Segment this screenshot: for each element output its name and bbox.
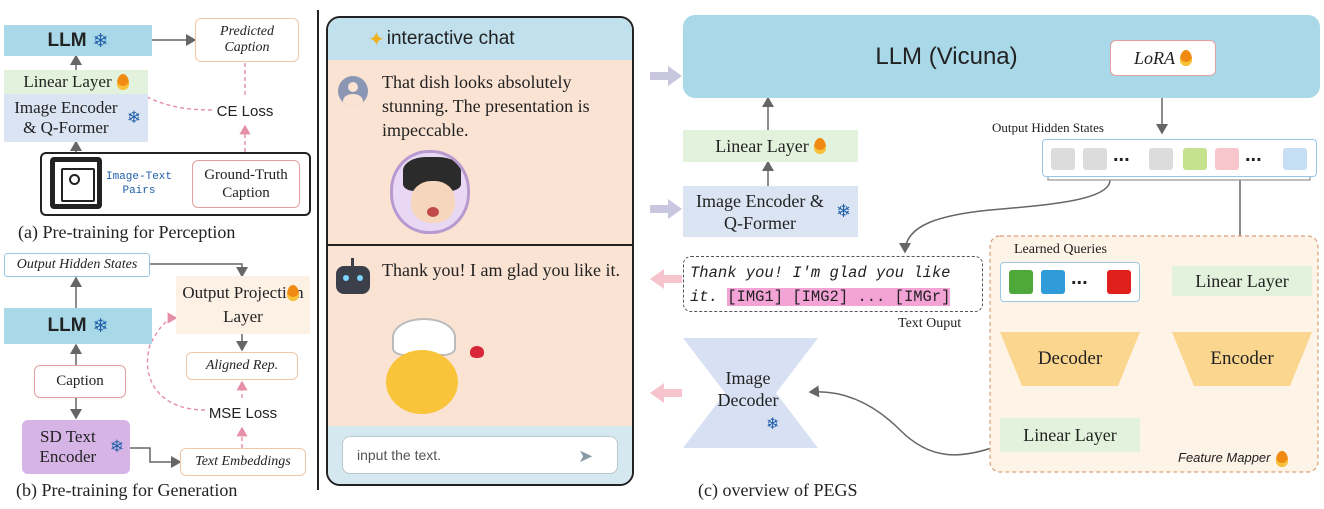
image-decoder-label: Image Decoder — [698, 362, 798, 416]
lora-box: LoRA — [1110, 40, 1216, 76]
flame-icon — [1275, 450, 1288, 467]
bot-message-area: Thank you! I am glad you like it. — [328, 248, 632, 426]
bot-message-text: Thank you! I am glad you like it. — [382, 260, 620, 280]
snowflake-icon: ❄ — [92, 29, 109, 52]
image-encoder-label-c: Image Encoder & Q-Former — [695, 190, 824, 233]
snowflake-icon: ❄ — [766, 414, 780, 433]
sparkles-icon: ✦ — [368, 27, 385, 51]
llm-label-a: LLM — [47, 29, 87, 51]
sd-text-encoder-label: SD Text Encoder — [39, 427, 97, 466]
snowflake-icon: ❄ — [126, 108, 142, 128]
queries-ellipsis: ... — [1071, 267, 1088, 289]
linear-layer-label-a: Linear Layer — [23, 72, 112, 91]
output-projection-box: Output Projection Layer — [176, 276, 310, 334]
chef-emoji-image — [374, 318, 484, 418]
image-encoder-box-a: Image Encoder & Q-Former ❄ — [4, 94, 148, 142]
sd-text-encoder-box: SD Text Encoder ❄ — [22, 420, 130, 474]
ground-truth-caption-label: Ground-Truth Caption — [204, 167, 288, 201]
chat-input-field[interactable]: input the text. — [342, 436, 618, 474]
learned-queries-label: Learned Queries — [1014, 242, 1107, 257]
panel-a-caption: (a) Pre-training for Perception — [18, 222, 236, 242]
panel-c-caption: (c) overview of PEGS — [698, 480, 858, 500]
hidden-state-token — [1083, 148, 1107, 170]
aligned-rep-label: Aligned Rep. — [205, 358, 279, 373]
encoder-label: Encoder — [1210, 348, 1274, 369]
query-token — [1107, 270, 1131, 294]
hidden-state-token — [1051, 148, 1075, 170]
send-icon[interactable]: ➤ — [578, 446, 594, 467]
snowflake-icon: ❄ — [109, 437, 125, 457]
caption-box-b: Caption — [34, 365, 126, 398]
image-text-pairs-frame — [40, 152, 311, 216]
hidden-state-token — [1183, 148, 1207, 170]
linear-layer-label-right: Linear Layer — [1195, 270, 1289, 291]
aligned-rep-box: Aligned Rep. — [186, 352, 298, 380]
linear-layer-box-right: Linear Layer — [1172, 266, 1312, 296]
flame-icon — [287, 285, 299, 302]
feature-mapper-text: Feature Mapper — [1178, 450, 1271, 465]
mse-loss-label: MSE Loss — [208, 404, 278, 422]
output-hidden-states-box-b: Output Hidden States — [4, 253, 150, 277]
user-avatar-icon — [338, 76, 368, 106]
llm-vicuna-label: LLM (Vicuna) — [875, 42, 1018, 70]
chat-title: interactive chat — [386, 28, 515, 49]
text-output-box: Thank you! I'm glad you like it. [IMG1] … — [683, 256, 983, 312]
learned-queries-strip: ... — [1000, 262, 1140, 302]
output-projection-label: Output Projection Layer — [182, 283, 304, 326]
linear-layer-box-bottom: Linear Layer — [1000, 418, 1140, 452]
predicted-caption-box: Predicted Caption — [195, 18, 299, 62]
hidden-state-token — [1149, 148, 1173, 170]
img-tokens: [IMG1] [IMG2] ... [IMGr] — [727, 288, 951, 306]
chat-window: ✦ interactive chat That dish looks absol… — [326, 16, 634, 486]
anime-character-image — [390, 150, 470, 234]
hidden-state-token — [1215, 148, 1239, 170]
output-hidden-states-label-b: Output Hidden States — [16, 257, 138, 272]
robot-avatar-icon — [336, 258, 370, 294]
user-message-area: That dish looks absolutely stunning. The… — [328, 60, 632, 246]
chat-input-area: input the text. ➤ — [328, 426, 632, 484]
lora-label: LoRA — [1133, 47, 1175, 68]
llm-label-b: LLM — [47, 315, 87, 336]
snowflake-icon: ❄ — [835, 200, 852, 222]
flame-icon — [813, 138, 826, 154]
predicted-caption-label: Predicted Caption — [220, 24, 274, 55]
ce-loss-label: CE Loss — [216, 102, 274, 120]
text-output-text: Thank you! I'm glad you like it. — [690, 264, 951, 306]
output-hidden-states-label-c: Output Hidden States — [992, 120, 1104, 135]
image-text-pairs-label: Image-Text Pairs — [105, 171, 172, 197]
query-token — [1041, 270, 1065, 294]
hidden-states-ellipsis: ... — [1113, 144, 1130, 166]
chat-header: ✦ interactive chat — [328, 18, 632, 60]
flame-icon — [1180, 50, 1192, 66]
query-token — [1009, 270, 1033, 294]
caption-label-b: Caption — [56, 373, 104, 389]
linear-layer-box-a: Linear Layer — [4, 70, 148, 94]
hidden-states-ellipsis-2: ... — [1245, 144, 1262, 166]
hidden-state-token — [1283, 148, 1307, 170]
text-embeddings-box: Text Embeddings — [180, 448, 306, 476]
feature-mapper-label: Feature Mapper — [1178, 450, 1288, 467]
decoder-label: Decoder — [1037, 348, 1103, 369]
llm-box-a: LLM❄ — [4, 25, 152, 56]
llm-box-b: LLM❄ — [4, 308, 152, 344]
image-decoder-text: Image Decoder — [717, 368, 779, 410]
linear-layer-label-bottom: Linear Layer — [1023, 424, 1117, 445]
llm-vicuna-box: LLM (Vicuna) — [683, 15, 1320, 98]
user-message-text: That dish looks absolutely stunning. The… — [382, 72, 590, 140]
linear-layer-label-c: Linear Layer — [715, 135, 809, 156]
image-encoder-box-c: Image Encoder & Q-Former ❄ — [683, 186, 858, 237]
hidden-states-strip: ... ... — [1042, 139, 1317, 177]
panel-b-caption: (b) Pre-training for Generation — [16, 480, 238, 500]
image-icon — [50, 157, 102, 209]
text-output-label: Text Ouput — [898, 316, 962, 331]
linear-layer-box-c: Linear Layer — [683, 130, 858, 162]
chat-input-placeholder: input the text. — [357, 447, 442, 463]
ground-truth-caption-box: Ground-Truth Caption — [192, 160, 300, 208]
snowflake-icon: ❄ — [92, 315, 109, 337]
flame-icon — [116, 74, 129, 90]
text-embeddings-label: Text Embeddings — [195, 454, 291, 469]
image-encoder-label-a: Image Encoder & Q-Former — [14, 98, 118, 137]
